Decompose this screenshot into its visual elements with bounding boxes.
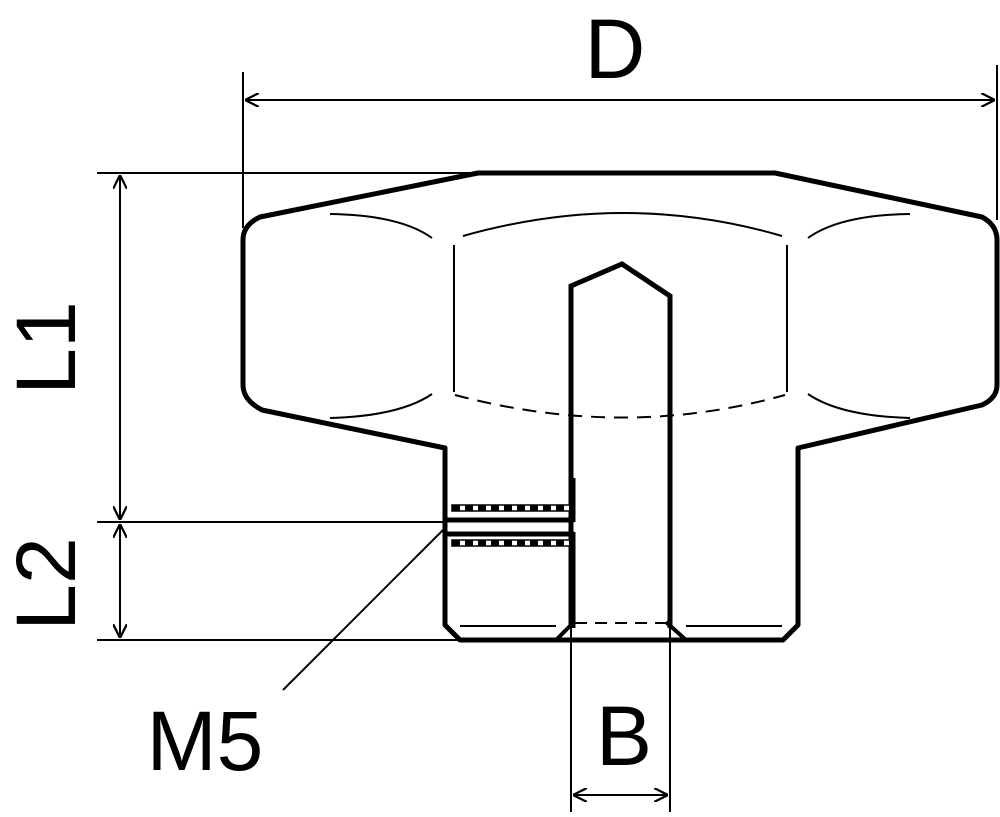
label-b: B <box>596 689 652 783</box>
knob-outline <box>240 170 1000 643</box>
label-d: D <box>585 2 646 96</box>
label-m5: M5 <box>147 694 264 788</box>
dimension-d <box>242 65 998 228</box>
bore-slot <box>568 261 673 628</box>
lobe-contours <box>329 212 911 419</box>
chamfer-corners <box>443 623 800 642</box>
label-l2: L2 <box>0 537 93 630</box>
label-l1: L1 <box>0 301 93 394</box>
thread-leader-line <box>282 526 447 691</box>
dimension-b <box>570 628 671 812</box>
thread-hole <box>447 478 576 628</box>
dimension-l1-l2 <box>97 172 478 641</box>
